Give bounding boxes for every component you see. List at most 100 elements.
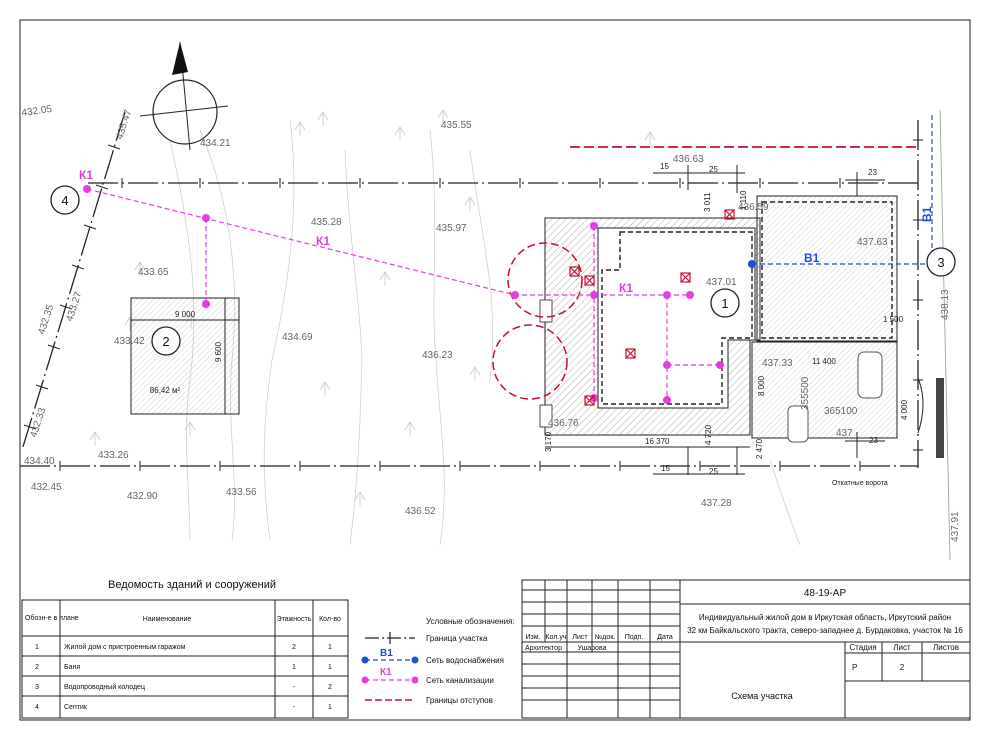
table-cell: 1 bbox=[292, 664, 296, 671]
legend-title: Условные обозначения: bbox=[426, 617, 515, 626]
dimension-label: 1 110 bbox=[739, 190, 748, 210]
dimension-label: 9 600 bbox=[214, 341, 223, 362]
elevation-label: 436.23 bbox=[422, 350, 453, 361]
dimension-label: 8 000 bbox=[757, 375, 766, 396]
project-name: Индивидуальный жилой дом в Иркутская обл… bbox=[699, 613, 951, 622]
elevation-label: 436.63 bbox=[673, 154, 704, 165]
stamp-col: Изм. bbox=[526, 634, 541, 641]
building-bath-2 bbox=[130, 297, 240, 415]
offset-circles bbox=[492, 242, 583, 400]
project-name: 32 км Байкальского тракта, северо-западн… bbox=[687, 626, 963, 635]
legend-item: Сеть канализации bbox=[426, 676, 494, 685]
elevation-label: 433.42 bbox=[114, 336, 145, 347]
table-cell: - bbox=[293, 704, 296, 711]
schedule-header: Кол-во bbox=[319, 616, 341, 623]
fixture-marks bbox=[569, 209, 735, 406]
table-cell: 2 bbox=[328, 684, 332, 691]
building-label: 3 bbox=[937, 255, 944, 270]
dimension-label: 4 720 bbox=[704, 424, 713, 445]
elevation-label: 433.27 bbox=[64, 290, 84, 323]
dimension-label: 15 bbox=[661, 464, 670, 473]
water-label: В1 bbox=[804, 251, 820, 265]
dimension-labels: 15 25 23 3 011 1 110 9 000 9 600 1 500 1… bbox=[175, 162, 909, 476]
table-cell: 1 bbox=[328, 644, 332, 651]
legend-item: Границы отступов bbox=[426, 696, 493, 705]
dimension-lines bbox=[131, 165, 885, 475]
water-network bbox=[752, 112, 933, 265]
schedule-title: Ведомость зданий и сооружений bbox=[108, 579, 276, 591]
elevation-label: 432.90 bbox=[127, 491, 158, 502]
north-arrow-icon bbox=[139, 41, 229, 151]
table-cell: Жилой дом с пристроенным гаражом bbox=[64, 643, 186, 651]
elevation-label: 433.65 bbox=[138, 267, 169, 278]
stamp-col: Дата bbox=[657, 634, 673, 641]
elevation-label: 435.47 bbox=[114, 108, 134, 141]
elevation-label: 434.21 bbox=[200, 138, 231, 149]
elevation-label: 433.56 bbox=[226, 487, 257, 498]
schedule-header: Обозн-е в плане bbox=[25, 614, 79, 622]
table-cell: 2 bbox=[292, 644, 296, 651]
elevation-label: 437.01 bbox=[706, 277, 737, 288]
terrain-contours bbox=[169, 119, 801, 546]
stage-header: Лист bbox=[893, 643, 911, 652]
elevation-label: 435.55 bbox=[441, 120, 472, 131]
gate-label: Откатные ворота bbox=[832, 480, 888, 487]
elevation-label: 432.45 bbox=[31, 482, 62, 493]
schedule-header: Этажность bbox=[277, 616, 312, 623]
table-cell: Септик bbox=[64, 704, 88, 711]
dimension-label: 3 011 bbox=[703, 192, 712, 212]
elevation-label: 365100 bbox=[824, 406, 858, 417]
table-cell: Водопроводный колодец bbox=[64, 683, 145, 691]
dimension-label: 2 470 bbox=[755, 438, 764, 459]
bath-area-label: 86,42 м² bbox=[150, 386, 181, 395]
sewer-label: К1 bbox=[316, 234, 330, 248]
sheet-frame bbox=[19, 19, 971, 721]
elevation-label: 437.63 bbox=[857, 237, 888, 248]
elevation-label: 437 bbox=[836, 428, 853, 439]
building-label: 2 bbox=[162, 334, 169, 349]
table-cell: 3 bbox=[35, 684, 39, 691]
elevation-label: 435.28 bbox=[311, 217, 342, 228]
sewer-label: К1 bbox=[79, 168, 93, 182]
legend-sewer-label: К1 bbox=[380, 667, 392, 678]
elevation-label: 436.76 bbox=[548, 418, 579, 429]
legend-item: Граница участка bbox=[426, 634, 488, 643]
stamp-col: №док. bbox=[595, 634, 616, 641]
stamp-col: Подп. bbox=[625, 634, 644, 641]
legend-water-label: В1 bbox=[380, 648, 393, 659]
elevation-label: 433.26 bbox=[98, 450, 129, 461]
elevation-label: 432.35 bbox=[36, 303, 56, 336]
title-block-text: 48-19-АР Индивидуальный жилой дом в Ирку… bbox=[525, 588, 963, 701]
stamp-col: Лист bbox=[572, 634, 588, 641]
water-label: В1 bbox=[920, 206, 934, 222]
dimension-label: 25 bbox=[709, 467, 718, 476]
sewer-label: К1 bbox=[619, 281, 633, 295]
schedule-table bbox=[21, 599, 349, 719]
car-icon bbox=[787, 351, 883, 443]
legend: Условные обозначения: Граница участка В1… bbox=[361, 617, 515, 705]
sewer-nodes bbox=[83, 185, 724, 404]
table-cell: 1 bbox=[35, 644, 39, 651]
elevation-label: 436.52 bbox=[405, 506, 436, 517]
plot-boundary bbox=[20, 111, 919, 468]
table-cell: Баня bbox=[64, 664, 80, 671]
elevation-label: 434.69 bbox=[282, 332, 313, 343]
elevation-label: 437.91 bbox=[950, 511, 961, 542]
table-cell: - bbox=[293, 684, 296, 691]
table-cell: 1 bbox=[328, 664, 332, 671]
building-label: 4 bbox=[61, 193, 68, 208]
title-block bbox=[521, 579, 971, 719]
water-node bbox=[748, 260, 756, 268]
legend-item: Сеть водоснабжения bbox=[426, 656, 504, 665]
road-line bbox=[939, 109, 951, 561]
elevation-label: 434.40 bbox=[24, 456, 55, 467]
sewer-network bbox=[86, 188, 720, 400]
building-markers: 1 2 3 4 bbox=[50, 185, 956, 356]
elevation-label: 437.33 bbox=[762, 358, 793, 369]
boundary-ticks bbox=[23, 139, 923, 471]
elevation-label: 432.05 bbox=[21, 104, 53, 119]
schedule-cells: Обозн-е в плане Наименование Этажность К… bbox=[25, 614, 341, 711]
elevation-label: 436.59 bbox=[738, 202, 769, 213]
elevation-label: 432.33 bbox=[28, 406, 48, 439]
